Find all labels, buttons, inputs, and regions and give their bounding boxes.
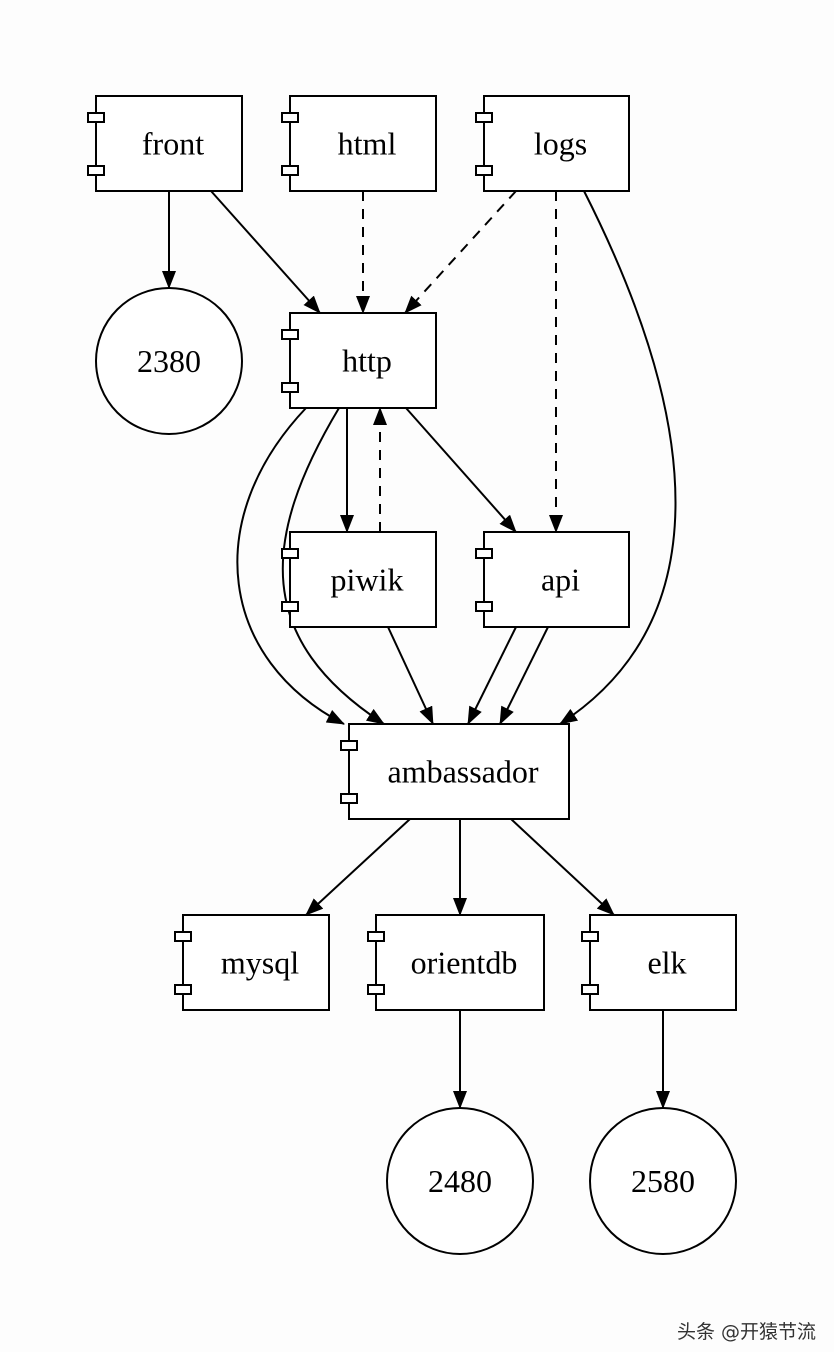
node-label: mysql bbox=[221, 945, 299, 981]
node-label: ambassador bbox=[387, 754, 538, 790]
node-http: http bbox=[281, 312, 437, 409]
edge-logs-to-ambassador bbox=[559, 190, 677, 725]
edge-http-to-ambassador bbox=[281, 407, 385, 725]
node-label: http bbox=[342, 343, 392, 379]
component-tab-top bbox=[281, 112, 299, 123]
node-logs: logs bbox=[475, 95, 630, 192]
component-tab-top bbox=[581, 931, 599, 942]
node-p2480: 2480 bbox=[386, 1107, 534, 1255]
node-label: html bbox=[338, 126, 397, 162]
component-tab-top bbox=[174, 931, 192, 942]
component-box bbox=[375, 914, 545, 1011]
component-tab-bottom bbox=[281, 165, 299, 176]
component-tab-top bbox=[340, 740, 358, 751]
component-box bbox=[289, 531, 437, 628]
edge-ambassador-to-mysql bbox=[305, 818, 411, 916]
edge-api-to-ambassador bbox=[499, 626, 549, 725]
component-tab-top bbox=[475, 548, 493, 559]
component-tab-bottom bbox=[340, 793, 358, 804]
component-box bbox=[182, 914, 330, 1011]
node-mysql: mysql bbox=[174, 914, 330, 1011]
node-api: api bbox=[475, 531, 630, 628]
node-label: orientdb bbox=[411, 945, 518, 981]
node-label: 2580 bbox=[631, 1163, 695, 1199]
component-tab-bottom bbox=[475, 601, 493, 612]
component-tab-top bbox=[281, 329, 299, 340]
edge-logs-to-http bbox=[404, 190, 517, 314]
component-box bbox=[483, 95, 630, 192]
node-html: html bbox=[281, 95, 437, 192]
edge-piwik-to-ambassador bbox=[387, 626, 434, 725]
component-tab-bottom bbox=[87, 165, 105, 176]
component-tab-bottom bbox=[281, 382, 299, 393]
component-box bbox=[348, 723, 570, 820]
component-tab-bottom bbox=[281, 601, 299, 612]
edge-ambassador-to-elk bbox=[510, 818, 615, 916]
node-p2380: 2380 bbox=[95, 287, 243, 435]
component-tab-top bbox=[367, 931, 385, 942]
node-elk: elk bbox=[581, 914, 737, 1011]
edge-http-to-ambassador bbox=[236, 407, 345, 725]
component-tab-top bbox=[87, 112, 105, 123]
node-orientdb: orientdb bbox=[367, 914, 545, 1011]
node-label: 2480 bbox=[428, 1163, 492, 1199]
node-label: 2380 bbox=[137, 343, 201, 379]
node-p2580: 2580 bbox=[589, 1107, 737, 1255]
component-tab-top bbox=[281, 548, 299, 559]
node-front: front bbox=[87, 95, 243, 192]
node-label: api bbox=[541, 562, 580, 598]
edge-api-to-ambassador bbox=[467, 626, 517, 725]
port-circle bbox=[386, 1107, 534, 1255]
component-tab-bottom bbox=[174, 984, 192, 995]
component-box bbox=[483, 531, 630, 628]
node-piwik: piwik bbox=[281, 531, 437, 628]
component-box bbox=[289, 312, 437, 409]
edge-front-to-http bbox=[210, 190, 321, 314]
component-tab-top bbox=[475, 112, 493, 123]
edge-http-to-api bbox=[405, 407, 517, 533]
component-box bbox=[289, 95, 437, 192]
component-tab-bottom bbox=[475, 165, 493, 176]
node-label: logs bbox=[534, 126, 587, 162]
port-circle bbox=[589, 1107, 737, 1255]
node-label: front bbox=[142, 126, 204, 162]
component-tab-bottom bbox=[367, 984, 385, 995]
watermark-text: 头条 @开猿节流 bbox=[676, 1321, 816, 1343]
component-tab-bottom bbox=[581, 984, 599, 995]
port-circle bbox=[95, 287, 243, 435]
node-label: elk bbox=[647, 945, 686, 981]
node-ambassador: ambassador bbox=[340, 723, 570, 820]
edges-layer bbox=[162, 190, 677, 1109]
nodes-layer: front html logs 2380 http piwik api ambassador m… bbox=[87, 95, 737, 1255]
component-box bbox=[95, 95, 243, 192]
component-box bbox=[589, 914, 737, 1011]
node-label: piwik bbox=[331, 562, 404, 598]
